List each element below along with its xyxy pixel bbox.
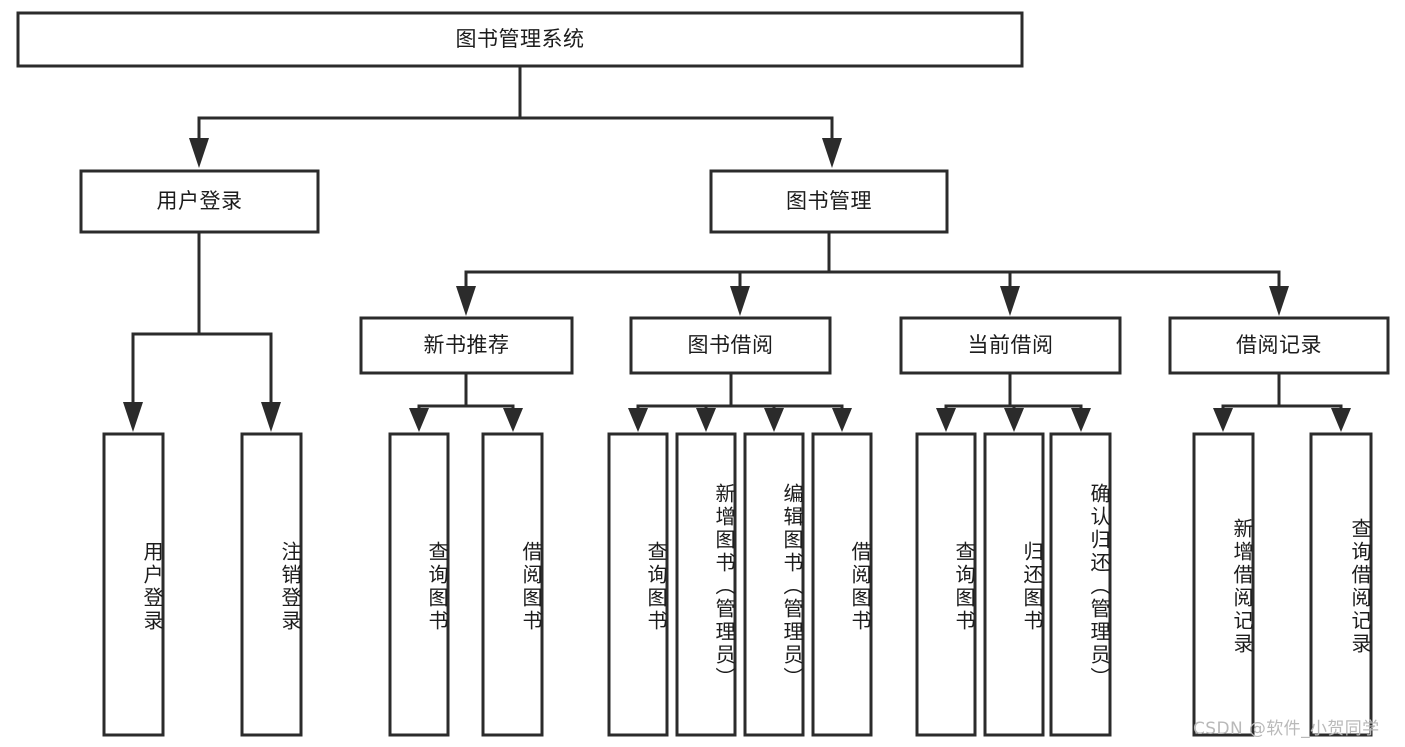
arrow-head-leaf-user-login — [123, 402, 143, 432]
arrow-head-borrow-record — [1269, 286, 1289, 316]
arrow-head-leaf-add-borrow-record — [1213, 408, 1233, 432]
connector-borrow-record-to-leaves — [1213, 371, 1351, 432]
node-box-leaf-user-logout[interactable] — [240, 432, 303, 737]
arrow-head-new-book-recommend — [456, 286, 476, 316]
connector-new-book-recommend-to-leaves — [409, 371, 523, 432]
watermark-credit: CSDN @软件_小贺同学 — [1193, 719, 1380, 739]
node-box-leaf-return-book[interactable] — [983, 432, 1045, 737]
node-box-leaf-confirm-return-admin[interactable] — [1049, 432, 1112, 737]
node-box-leaf-add-borrow-record[interactable] — [1192, 432, 1255, 737]
node-box-leaf-edit-book-admin[interactable] — [743, 432, 805, 737]
arrow-head-leaf-add-book-admin — [696, 408, 716, 432]
arrow-head-leaf-query-book-current — [936, 408, 956, 432]
connector-user-login-to-leaves — [123, 230, 281, 432]
node-box-leaf-query-book-rec[interactable] — [388, 432, 450, 737]
node-box-leaf-borrow-book[interactable] — [811, 432, 873, 737]
arrow-head-leaf-borrow-book-rec — [503, 408, 523, 432]
arrow-head-user-login — [189, 138, 209, 168]
arrow-head-book-manage — [822, 138, 842, 168]
arrow-head-leaf-user-logout — [261, 402, 281, 432]
arrow-head-leaf-borrow-book — [832, 408, 852, 432]
node-box-book-borrow[interactable] — [629, 316, 832, 375]
arrow-head-current-borrow — [1000, 286, 1020, 316]
node-box-leaf-user-login[interactable] — [102, 432, 165, 737]
arrow-head-leaf-query-book-borrow — [628, 408, 648, 432]
arrow-head-leaf-query-borrow-record — [1331, 408, 1351, 432]
node-box-book-manage[interactable] — [709, 169, 949, 234]
node-box-leaf-query-book-current[interactable] — [915, 432, 977, 737]
node-box-new-book-recommend[interactable] — [359, 316, 574, 375]
arrow-head-book-borrow — [730, 286, 750, 316]
connector-current-borrow-to-leaves — [936, 371, 1091, 432]
node-box-root[interactable] — [16, 11, 1024, 68]
arrow-head-leaf-return-book — [1004, 408, 1024, 432]
arrow-head-leaf-confirm-return-admin — [1071, 408, 1091, 432]
connector-root-to-level1 — [189, 64, 842, 168]
node-box-leaf-borrow-book-rec[interactable] — [481, 432, 544, 737]
node-box-current-borrow[interactable] — [899, 316, 1122, 375]
node-box-leaf-query-borrow-record[interactable] — [1309, 432, 1373, 737]
node-box-user-login[interactable] — [79, 169, 320, 234]
node-box-borrow-record[interactable] — [1168, 316, 1390, 375]
arrow-head-leaf-edit-book-admin — [764, 408, 784, 432]
node-box-leaf-add-book-admin[interactable] — [675, 432, 737, 737]
connector-book-borrow-to-leaves — [628, 371, 852, 432]
arrow-head-leaf-query-book-rec — [409, 408, 429, 432]
node-box-leaf-query-book-borrow[interactable] — [607, 432, 669, 737]
connector-book-manage-to-level2 — [456, 230, 1289, 316]
